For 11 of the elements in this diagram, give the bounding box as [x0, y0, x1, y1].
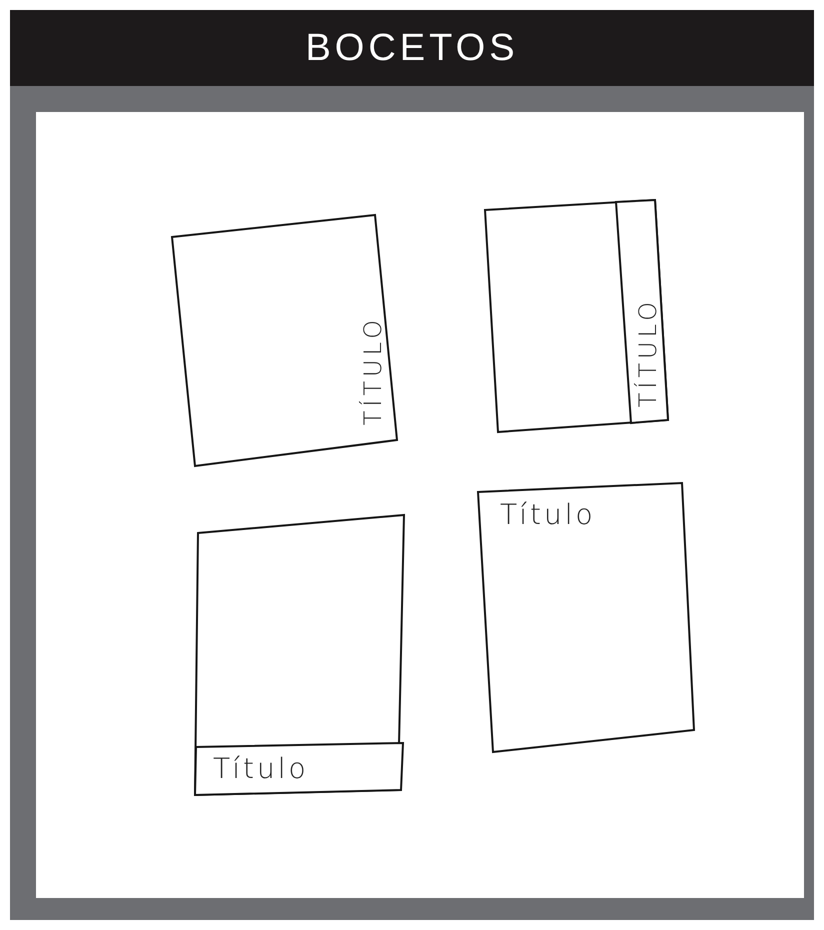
sketch-frame	[478, 483, 694, 752]
title-band	[195, 743, 404, 795]
title-band	[615, 200, 668, 423]
title-text: TÍTULO	[636, 298, 660, 407]
sketch-frame	[195, 515, 404, 795]
sketch-frame	[172, 215, 397, 466]
title-text: Título	[500, 501, 596, 529]
title-text: TÍTULO	[361, 316, 385, 425]
sketch-frame	[485, 200, 668, 432]
title-text: Título	[213, 755, 309, 783]
title: BOCETOS	[305, 26, 519, 70]
